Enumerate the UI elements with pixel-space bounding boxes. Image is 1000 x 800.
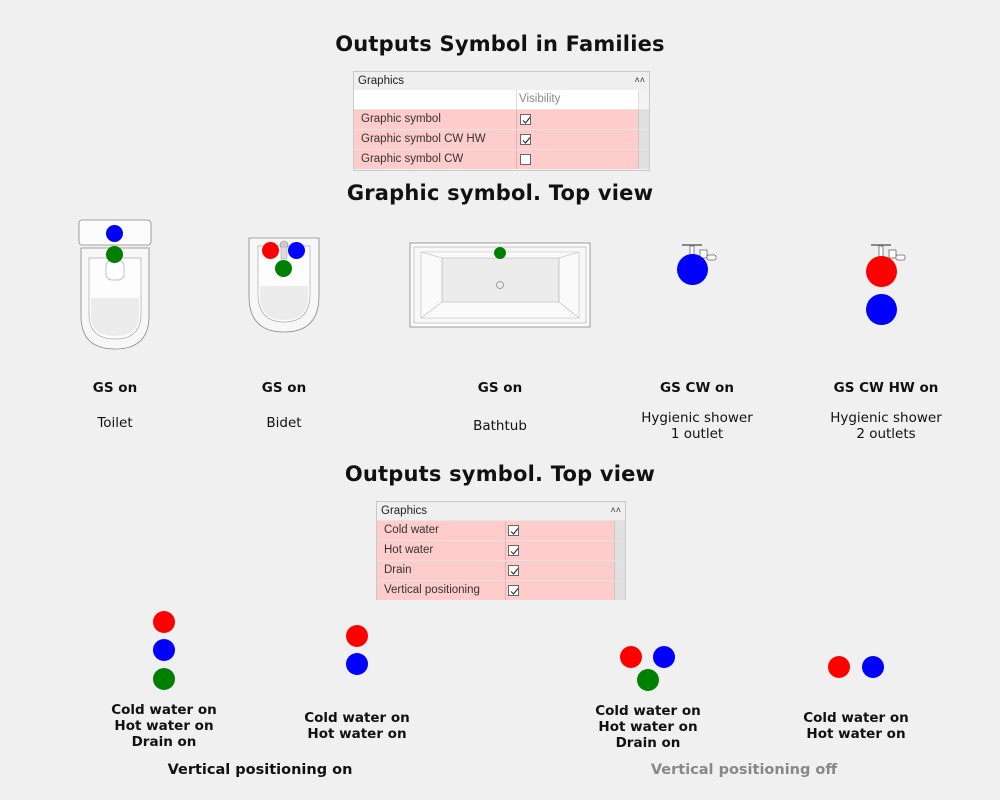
hot-water-dot [346,625,368,647]
bidet-drawing [248,237,320,333]
caption-line: Drain on [131,734,197,750]
param-row-cold-water[interactable]: Cold water [377,520,625,540]
fixture-name-line: 2 outlets [856,426,916,442]
cold-water-checkbox[interactable] [508,525,519,536]
panel-header: Graphics ˄˄ [377,502,625,520]
drain-dot [153,668,175,690]
param-label: Graphic symbol [361,113,441,125]
param-row-hot-water[interactable]: Hot water [377,540,625,560]
caption-line: Cold water on [595,703,701,719]
vertical-positioning-on-caption: Vertical positioning on [167,762,353,778]
fixture-name: Bathtub [473,418,527,434]
cold-water-dot [346,653,368,675]
cold-water-dot [153,639,175,661]
drain-dot [494,247,506,259]
fixture-name: Toilet [97,415,133,431]
collapse-icon[interactable]: ˄˄ [610,505,621,515]
collapse-icon[interactable]: ˄˄ [634,75,645,85]
caption-line: Drain on [615,735,681,751]
drain-dot [637,669,659,691]
visibility-checkbox[interactable] [520,114,531,125]
hot-water-checkbox[interactable] [508,545,519,556]
scrollbar-segment[interactable] [614,561,625,580]
visibility-checkbox[interactable] [520,134,531,145]
visibility-column-header: Visibility [516,90,639,109]
hot-water-dot [262,242,279,259]
fixture-status: GS on [261,380,307,396]
column-header-row: Visibility [354,90,649,109]
param-row-graphic-symbol[interactable]: Graphic symbol [354,109,649,129]
fixture-name: Hygienic shower 1 outlet [617,410,777,442]
vertical-positioning-checkbox[interactable] [508,585,519,596]
scrollbar-segment[interactable] [614,581,625,600]
fixture-status: GS CW HW on [833,380,939,396]
cold-water-dot [653,646,675,668]
families-title: Outputs Symbol in Families [335,32,665,56]
param-label: Graphic symbol CW HW [361,133,486,145]
outputs-symbol-title: Outputs symbol. Top view [344,462,656,486]
caption-line: Cold water on [304,710,410,726]
drain-dot [275,260,292,277]
param-row-graphic-symbol-cw-hw[interactable]: Graphic symbol CW HW [354,129,649,149]
outputs-caption: Cold water on Hot water on Drain on [578,703,718,751]
fixture-status: GS on [477,380,523,396]
caption-line: Cold water on [803,710,909,726]
scrollbar-segment[interactable] [638,130,649,149]
visibility-checkbox[interactable] [520,154,531,165]
cold-water-dot [677,254,708,285]
graphics-panel-outputs: Graphics ˄˄ Cold water Hot water Drain V… [376,501,626,600]
fixture-status: GS CW on [660,380,734,396]
fixture-name: Bidet [266,415,302,431]
bathtub-drawing [409,242,591,328]
graphic-symbol-title: Graphic symbol. Top view [346,181,654,205]
fixture-name-line: 1 outlet [670,426,724,442]
fixture-name-line: Hygienic shower [641,410,753,426]
drain-dot [106,246,123,263]
cold-water-dot [106,225,123,242]
drain-checkbox[interactable] [508,565,519,576]
hot-water-dot [828,656,850,678]
outputs-caption: Cold water on Hot water on Drain on [94,702,234,750]
param-row-vertical-positioning[interactable]: Vertical positioning [377,580,625,600]
caption-line: Hot water on [307,726,407,742]
panel-header-label: Graphics [358,75,405,87]
hot-water-dot [866,256,897,287]
caption-line: Cold water on [111,702,217,718]
toilet-drawing [78,219,152,350]
caption-line: Hot water on [598,719,698,735]
param-row-drain[interactable]: Drain [377,560,625,580]
hot-water-dot [153,611,175,633]
scrollbar-segment[interactable] [614,541,625,560]
param-row-graphic-symbol-cw[interactable]: Graphic symbol CW [354,149,649,169]
panel-header-label: Graphics [381,505,428,517]
param-label: Cold water [384,524,439,536]
fixture-status: GS on [92,380,138,396]
caption-line: Hot water on [114,718,214,734]
graphics-panel-families: Graphics ˄˄ Visibility Graphic symbol Gr… [353,71,650,171]
param-label: Vertical positioning [384,584,480,596]
fixture-name: Hygienic shower 2 outlets [806,410,966,442]
panel-header: Graphics ˄˄ [354,72,649,90]
fixture-name-line: Hygienic shower [830,410,942,426]
cold-water-dot [866,294,897,325]
outputs-caption: Cold water on Hot water on [786,710,926,742]
scrollbar-segment[interactable] [638,110,649,129]
caption-line: Hot water on [806,726,906,742]
scrollbar-track[interactable] [638,90,649,109]
param-label: Drain [384,564,412,576]
param-label: Graphic symbol CW [361,153,464,165]
hot-water-dot [620,646,642,668]
cold-water-dot [862,656,884,678]
param-label: Hot water [384,544,434,556]
cold-water-dot [288,242,305,259]
scrollbar-segment[interactable] [614,521,625,540]
outputs-caption: Cold water on Hot water on [287,710,427,742]
scrollbar-segment[interactable] [638,150,649,169]
shower-mixer-drawing [871,244,906,261]
vertical-positioning-off-caption: Vertical positioning off [650,762,838,778]
